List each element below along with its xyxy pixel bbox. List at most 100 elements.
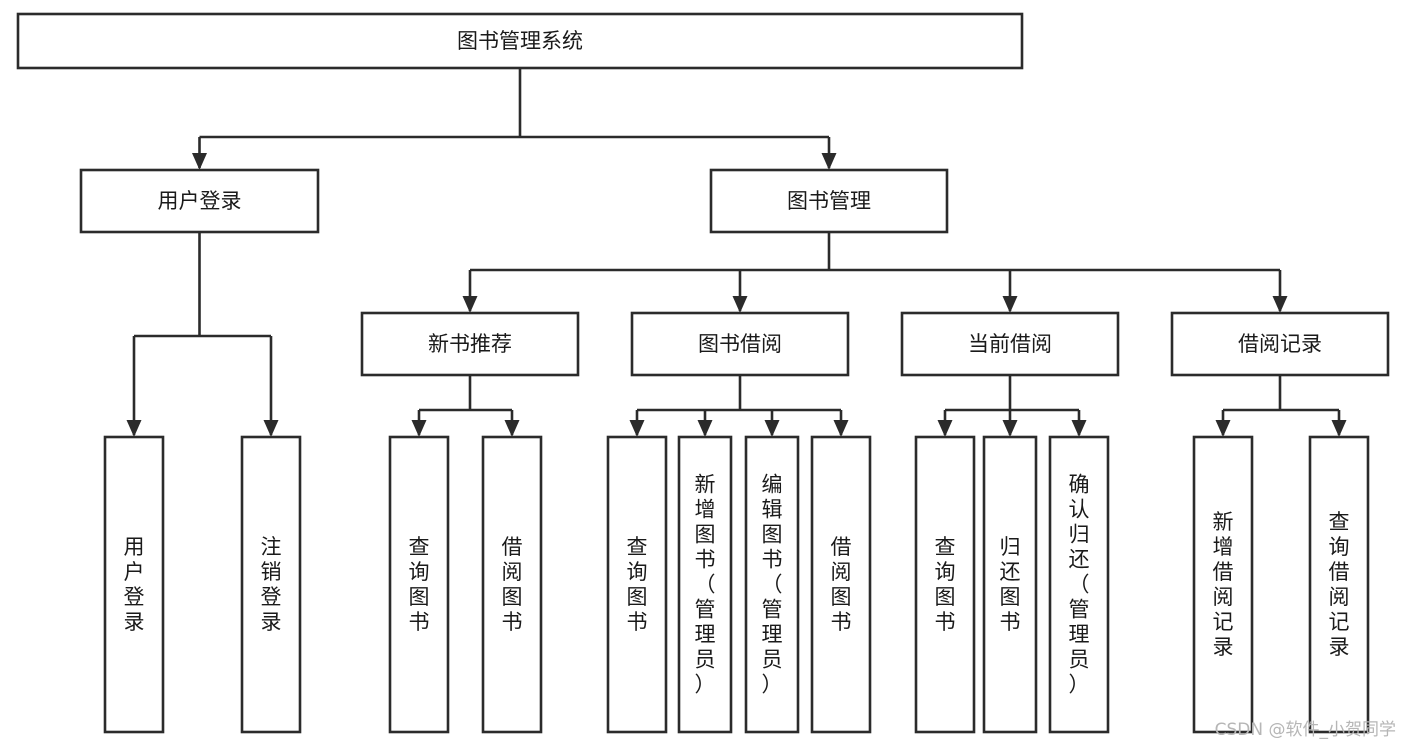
- node-box-leaf_add_record[interactable]: [1192, 435, 1254, 734]
- node-label-leaf_add_record: 新增借阅记录: [1213, 510, 1234, 659]
- node-label-char: 查: [935, 535, 956, 559]
- arrow-head-icon-leaf_borrow_book_2: [833, 420, 849, 437]
- node-label-char: （: [762, 573, 783, 597]
- node-label-l3_borrow_record: 借阅记录: [1238, 332, 1322, 356]
- node-box-leaf_borrow_book_2[interactable]: [810, 435, 872, 734]
- edge-layer: [126, 68, 1347, 437]
- node-leaf_add_record[interactable]: 新增借阅记录: [1192, 435, 1254, 734]
- node-label-char: 户: [124, 560, 145, 584]
- node-label-char: 图: [695, 523, 716, 547]
- node-label-char: 阅: [1213, 585, 1234, 609]
- arrow-head-icon-leaf_logout: [263, 420, 279, 437]
- node-leaf_user_login[interactable]: 用户登录: [103, 435, 165, 734]
- node-label-char: 阅: [502, 560, 523, 584]
- node-leaf_query_book_2[interactable]: 查询图书: [606, 435, 668, 734]
- node-l3_book_borrow[interactable]: 图书借阅: [630, 311, 850, 377]
- node-label-leaf_query_record: 查询借阅记录: [1329, 510, 1350, 659]
- node-label-char: 图: [1000, 585, 1021, 609]
- node-box-l3_new_book_rec[interactable]: [360, 311, 580, 377]
- node-label-char: 还: [1069, 548, 1090, 572]
- node-leaf_borrow_book_2[interactable]: 借阅图书: [810, 435, 872, 734]
- node-label-char: 询: [935, 560, 956, 584]
- arrow-head-icon-leaf_add_book: [697, 420, 713, 437]
- node-box-l3_current_borrow[interactable]: [900, 311, 1120, 377]
- node-label-char: 登: [124, 585, 145, 609]
- node-box-leaf_return_book[interactable]: [982, 435, 1038, 734]
- node-label-leaf_logout: 注销登录: [261, 535, 282, 634]
- node-box-leaf_query_book_1[interactable]: [388, 435, 450, 734]
- arrow-head-icon-leaf_user_login: [126, 420, 142, 437]
- node-label-char: 新: [695, 473, 716, 497]
- node-label-char: 理: [762, 623, 783, 647]
- node-label-char: 记: [1329, 610, 1350, 634]
- arrow-head-icon-l3_current_borrow: [1002, 296, 1018, 313]
- node-label-l2_book_manage: 图书管理: [787, 189, 871, 213]
- node-box-root[interactable]: [16, 12, 1024, 70]
- node-label-char: 理: [695, 623, 716, 647]
- node-label-char: 注: [261, 535, 282, 559]
- node-leaf_add_book[interactable]: 新增图书（管理员）: [677, 435, 733, 734]
- node-label-char: ）: [762, 673, 783, 697]
- csdn-watermark: CSDN @软件_小贺同学: [1215, 720, 1396, 740]
- node-box-l3_borrow_record[interactable]: [1170, 311, 1390, 377]
- node-label-root: 图书管理系统: [457, 29, 583, 53]
- node-l2_book_manage[interactable]: 图书管理: [709, 168, 949, 234]
- node-label-char: 书: [502, 610, 523, 634]
- node-label-char: 归: [1000, 535, 1021, 559]
- node-label-leaf_confirm_return: 确认归还（管理员）: [1069, 473, 1090, 697]
- node-label-char: 录: [261, 610, 282, 634]
- node-label-char: 询: [627, 560, 648, 584]
- node-label-char: 录: [124, 610, 145, 634]
- node-leaf_return_book[interactable]: 归还图书: [982, 435, 1038, 734]
- node-l3_current_borrow[interactable]: 当前借阅: [900, 311, 1120, 377]
- node-leaf_query_book_3[interactable]: 查询图书: [914, 435, 976, 734]
- node-box-leaf_confirm_return[interactable]: [1048, 435, 1110, 734]
- node-label-char: 书: [409, 610, 430, 634]
- node-leaf_edit_book[interactable]: 编辑图书（管理员）: [744, 435, 800, 734]
- node-box-leaf_query_book_2[interactable]: [606, 435, 668, 734]
- node-leaf_confirm_return[interactable]: 确认归还（管理员）: [1048, 435, 1110, 734]
- node-leaf_logout[interactable]: 注销登录: [240, 435, 302, 734]
- node-label-l3_book_borrow: 图书借阅: [698, 332, 782, 356]
- node-label-char: 询: [1329, 535, 1350, 559]
- node-box-l2_book_manage[interactable]: [709, 168, 949, 234]
- node-label-char: 销: [261, 560, 282, 584]
- node-box-leaf_logout[interactable]: [240, 435, 302, 734]
- node-label-char: 阅: [1329, 585, 1350, 609]
- node-box-l2_user_login[interactable]: [79, 168, 320, 234]
- node-label-char: 阅: [831, 560, 852, 584]
- node-l2_user_login[interactable]: 用户登录: [79, 168, 320, 234]
- node-layer: 图书管理系统用户登录图书管理新书推荐图书借阅当前借阅借阅记录用户登录注销登录查询…: [16, 12, 1390, 734]
- node-leaf_borrow_book_1[interactable]: 借阅图书: [481, 435, 543, 734]
- node-label-char: 借: [502, 535, 523, 559]
- node-box-leaf_borrow_book_1[interactable]: [481, 435, 543, 734]
- node-l3_new_book_rec[interactable]: 新书推荐: [360, 311, 580, 377]
- node-box-leaf_add_book[interactable]: [677, 435, 733, 734]
- arrow-head-icon-l2_book_manage: [821, 153, 837, 170]
- node-box-leaf_user_login[interactable]: [103, 435, 165, 734]
- node-label-char: 书: [762, 548, 783, 572]
- node-label-char: 图: [409, 585, 430, 609]
- node-box-l3_book_borrow[interactable]: [630, 311, 850, 377]
- node-l3_borrow_record[interactable]: 借阅记录: [1170, 311, 1390, 377]
- arrow-head-icon-leaf_edit_book: [764, 420, 780, 437]
- node-label-char: 图: [935, 585, 956, 609]
- arrow-head-icon-leaf_query_book_3: [937, 420, 953, 437]
- node-leaf_query_record[interactable]: 查询借阅记录: [1308, 435, 1370, 734]
- node-box-leaf_query_book_3[interactable]: [914, 435, 976, 734]
- node-label-char: 查: [627, 535, 648, 559]
- node-label-char: 管: [695, 598, 716, 622]
- node-box-leaf_edit_book[interactable]: [744, 435, 800, 734]
- node-label-leaf_query_book_1: 查询图书: [409, 535, 430, 634]
- node-label-char: 还: [1000, 560, 1021, 584]
- node-label-char: 借: [831, 535, 852, 559]
- node-label-l3_current_borrow: 当前借阅: [968, 332, 1052, 356]
- node-root[interactable]: 图书管理系统: [16, 12, 1024, 70]
- node-label-char: 记: [1213, 610, 1234, 634]
- node-label-char: （: [1069, 573, 1090, 597]
- node-box-leaf_query_record[interactable]: [1308, 435, 1370, 734]
- node-label-leaf_borrow_book_1: 借阅图书: [502, 535, 523, 634]
- node-leaf_query_book_1[interactable]: 查询图书: [388, 435, 450, 734]
